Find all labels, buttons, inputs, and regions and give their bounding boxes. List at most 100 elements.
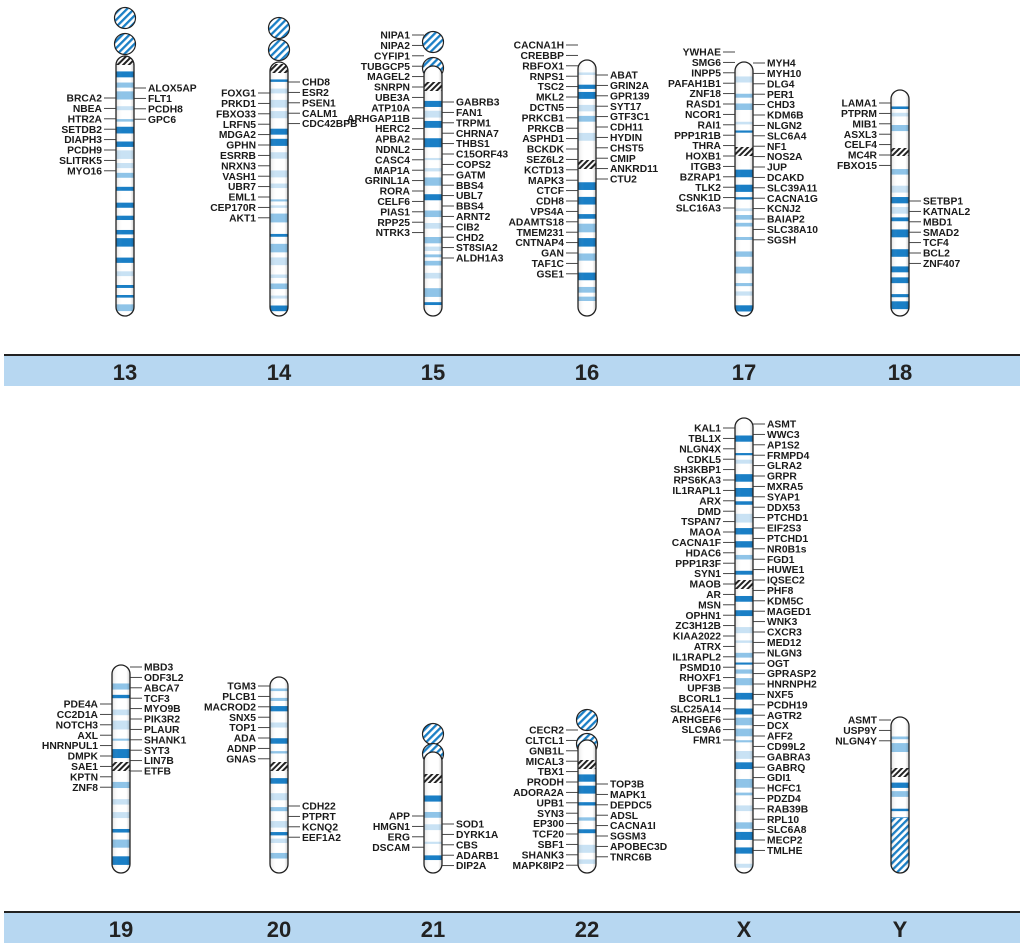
gene-label-16-left-4: TSC2 (538, 82, 565, 93)
gene-label-16-left-21: TAF1C (532, 259, 565, 270)
gene-label-X-right-16: PHF8 (767, 586, 794, 597)
gene-label-15-left-18: RPP25 (377, 218, 410, 229)
gene-label-15-right-6: COPS2 (456, 160, 491, 171)
gene-label-22-left-4: TBX1 (538, 767, 565, 778)
gene-label-15-right-5: C15ORF43 (456, 150, 508, 161)
gene-label-17-right-1: MYH10 (767, 69, 802, 80)
gene-label-18-right-5: BCL2 (923, 249, 950, 260)
chromatid-Y (891, 717, 909, 873)
gene-label-20-right-2: KCNQ2 (302, 822, 338, 833)
gene-label-16-right-5: CDH11 (610, 123, 643, 134)
gene-label-X-right-34: GDI1 (767, 773, 791, 784)
gene-label-18-left-0: LAMA1 (842, 99, 878, 110)
chromosome-14: FOXG1PRKD1FBXO33LRFN5MDGA2GPHNESRRBNRXN3… (210, 16, 358, 317)
gene-label-13-right-2: PCDH8 (148, 104, 183, 115)
gene-label-17-left-8: PPP1R1B (674, 131, 721, 142)
chromatid-13 (116, 56, 134, 316)
gene-label-22-left-0: CECR2 (529, 726, 564, 737)
gene-label-14-left-5: GPHN (226, 141, 256, 152)
gene-label-20-left-1: PLCB1 (222, 692, 256, 703)
gene-label-X-left-15: MAOB (690, 580, 721, 591)
gene-label-X-left-2: NLGN4X (679, 444, 721, 455)
gene-label-17-left-3: PAFAH1B1 (668, 79, 721, 90)
gene-label-17-right-11: DCAKD (767, 173, 804, 184)
gene-label-X-right-15: IQSEC2 (767, 576, 805, 587)
gene-label-22-left-8: SYN3 (537, 809, 564, 820)
outline-20 (269, 676, 289, 874)
gene-label-X-right-40: MECP2 (767, 836, 803, 847)
gene-label-X-right-21: MED12 (767, 638, 802, 649)
gene-label-15-left-13: MAP1A (374, 166, 411, 177)
gene-label-X-left-17: MSN (698, 600, 721, 611)
gene-label-17-right-17: SGSH (767, 235, 796, 246)
gene-label-17-right-10: JUP (767, 163, 787, 174)
gene-label-13-right-1: FLT1 (148, 94, 172, 105)
gene-label-14-left-0: FOXG1 (221, 89, 256, 100)
chromatid-16 (578, 60, 596, 316)
gene-label-22-left-9: EP300 (533, 819, 564, 830)
chromosome-number-X: X (737, 917, 752, 942)
gene-label-22-left-1: CLTCL1 (525, 736, 564, 747)
gene-label-14-right-3: CALM1 (302, 109, 338, 120)
gene-label-19-left-0: PDE4A (64, 700, 99, 711)
gene-label-X-left-22: IL1RAPL2 (672, 652, 721, 663)
gene-label-13-left-2: HTR2A (68, 114, 103, 125)
gene-label-22-left-12: SHANK3 (522, 850, 565, 861)
chromatid-15 (424, 66, 442, 316)
gene-label-17-right-7: SLC6A4 (767, 131, 807, 142)
gene-label-19-left-6: SAE1 (71, 762, 98, 773)
gene-label-15-left-15: RORA (380, 187, 411, 198)
gene-label-16-left-11: SEZ6L2 (526, 155, 564, 166)
gene-label-19-right-4: MYO9B (144, 704, 181, 715)
gene-label-17-right-16: SLC38A10 (767, 225, 818, 236)
gene-label-22-left-3: MICAL3 (526, 757, 565, 768)
gene-label-X-right-33: GABRQ (767, 763, 805, 774)
chromatid-22 (578, 740, 596, 873)
gene-label-14-left-4: MDGA2 (219, 130, 256, 141)
chromatid-21 (424, 752, 442, 873)
gene-label-19-left-2: NOTCH3 (56, 720, 99, 731)
gene-label-13-right-0: ALOX5AP (148, 84, 197, 95)
gene-label-16-left-6: DCTN5 (530, 103, 565, 114)
satellite-13-1 (113, 32, 137, 56)
gene-label-16-left-7: PRKCB1 (522, 113, 565, 124)
gene-label-X-right-37: RAB39B (767, 804, 808, 815)
gene-label-Y-left-2: NLGN4Y (835, 736, 877, 747)
gene-label-X-left-18: OPHN1 (686, 611, 722, 622)
gene-label-17-right-5: KDM6B (767, 111, 804, 122)
gene-label-16-left-8: PRKCB (527, 124, 564, 135)
gene-label-13-right-3: GPC6 (148, 115, 176, 126)
gene-label-14-left-6: ESRRB (220, 151, 256, 162)
gene-label-20-left-4: TOP1 (229, 723, 256, 734)
gene-label-14-right-2: PSEN1 (302, 98, 336, 109)
chromosome-15: NIPA1NIPA2CYFIP1TUBGCP5MAGEL2SNRPNUBE3AA… (347, 30, 508, 317)
gene-label-13-left-3: SETDB2 (61, 125, 102, 136)
chromosome-number-21: 21 (421, 917, 445, 942)
gene-label-X-left-29: SLC9A6 (682, 725, 722, 736)
gene-label-X-left-8: DMD (698, 507, 721, 518)
gene-label-20-left-3: SNX5 (229, 713, 256, 724)
gene-label-19-right-7: SHANK1 (144, 735, 187, 746)
chromatid-X (735, 418, 753, 873)
gene-label-19-right-0: MBD3 (144, 663, 173, 674)
gene-label-16-right-0: ABAT (610, 71, 639, 82)
outline-19 (111, 664, 131, 874)
gene-label-20-left-7: GNAS (226, 754, 256, 765)
gene-label-22-left-7: UPB1 (537, 798, 565, 809)
gene-label-19-left-7: KPTN (70, 772, 98, 783)
gene-label-16-left-0: CACNA1H (514, 41, 564, 52)
gene-label-X-right-4: GLRA2 (767, 461, 802, 472)
chromosome-17: YWHAESMG6INPP5PAFAH1B1ZNF18RASD1NCOR1RAI… (668, 48, 818, 317)
gene-label-16-right-6: HYDIN (610, 133, 642, 144)
chromosome-18: LAMA1PTPRMMIB1ASXL3CELF4MC4RFBXO15SETBP1… (837, 89, 971, 317)
gene-label-X-right-5: GRPR (767, 472, 797, 483)
satellite-15-0 (421, 30, 445, 54)
gene-label-18-right-1: KATNAL2 (923, 207, 971, 218)
gene-label-16-left-2: RBFOX1 (522, 61, 564, 72)
gene-label-18-right-3: SMAD2 (923, 228, 959, 239)
label-strip-bottom (4, 913, 1020, 943)
chromosome-number-22: 22 (575, 917, 599, 942)
chromosome-19: PDE4ACC2D1ANOTCH3AXLHNRNPUL1DMPKSAE1KPTN… (42, 663, 187, 874)
gene-label-X-right-20: CXCR3 (767, 628, 802, 639)
chromosome-number-Y: Y (893, 917, 908, 942)
